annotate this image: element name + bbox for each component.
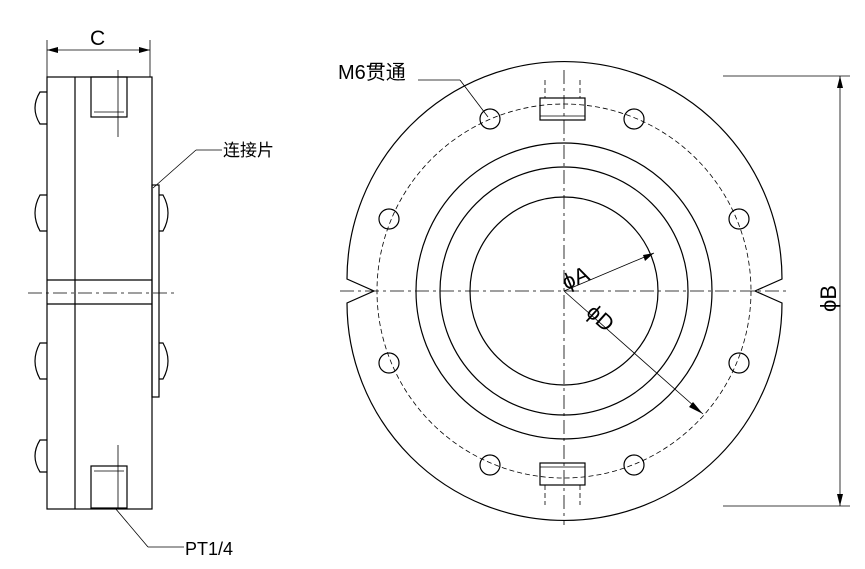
connector-plate — [151, 184, 160, 398]
front-port-top — [539, 97, 586, 121]
dim-c-arrow-left — [47, 47, 58, 53]
bolt-hole — [623, 108, 645, 130]
dim-c-label: C — [90, 27, 105, 50]
bolt-hole — [378, 208, 400, 230]
dim-b-arrow-bottom — [837, 494, 843, 506]
side-bolt-head-3 — [34, 342, 47, 380]
dim-b-label: ϕB — [816, 285, 841, 312]
bolt-hole — [728, 208, 750, 230]
side-port-top — [90, 76, 128, 118]
front-port-top-walls — [544, 80, 581, 98]
dim-a-label: ϕA — [558, 261, 593, 295]
front-port-bottom — [539, 462, 586, 486]
bolt-holes — [378, 108, 750, 476]
side-view: C 连接片 PT1/4 — [28, 27, 274, 559]
side-bolt-head-6 — [159, 342, 169, 380]
bolt-hole — [728, 352, 750, 374]
dim-a-line — [563, 252, 655, 292]
bolt-hole — [479, 108, 501, 130]
flange-outline — [346, 60, 783, 522]
dim-a-arrow — [643, 253, 654, 261]
side-port-bottom — [90, 465, 128, 509]
dim-d-arrow — [689, 402, 703, 414]
connector-leader — [152, 149, 197, 189]
bolt-hole — [378, 352, 400, 374]
front-view: ϕA ϕD ϕB M6贯通 — [338, 60, 850, 525]
side-bolt-head-5 — [159, 194, 169, 232]
connector-label: 连接片 — [223, 141, 274, 160]
port-leader — [114, 507, 149, 548]
port-label: PT1/4 — [185, 539, 233, 559]
dim-b-arrow-top — [837, 76, 843, 88]
through-hole-leader — [459, 79, 489, 118]
bolt-hole — [479, 454, 501, 476]
side-bolt-head-4 — [34, 439, 47, 473]
dim-c-arrow-right — [139, 47, 150, 53]
side-bolt-head-1 — [34, 91, 47, 125]
dim-d-line — [563, 290, 704, 415]
dim-d-label: ϕD — [582, 299, 620, 336]
front-port-bottom-walls — [544, 485, 581, 505]
bolt-hole — [623, 454, 645, 476]
side-bolt-head-2 — [34, 194, 47, 232]
through-hole-label: M6贯通 — [338, 61, 406, 84]
